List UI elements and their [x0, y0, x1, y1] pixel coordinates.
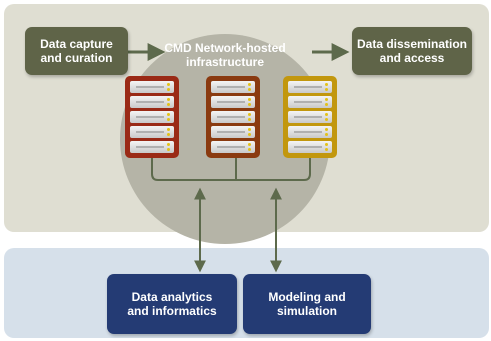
hub-title: CMD Network-hosted infrastructure [150, 41, 300, 69]
data-analytics-line-2: and informatics [127, 304, 217, 318]
server-unit [288, 96, 332, 108]
server-unit [288, 81, 332, 93]
data-capture-line-1: Data capture [40, 37, 113, 51]
data-dissemination-line-1: Data dissemination [356, 37, 468, 51]
server-rack-red [125, 76, 179, 158]
data-analytics-line-1: Data analytics [131, 290, 213, 304]
server-unit [211, 111, 255, 123]
server-unit [288, 126, 332, 138]
server-unit [130, 111, 174, 123]
modeling-line-1: Modeling and [268, 290, 346, 304]
server-unit [288, 111, 332, 123]
server-unit [130, 81, 174, 93]
server-rack-brown [206, 76, 260, 158]
server-unit [130, 126, 174, 138]
modeling-line-2: simulation [276, 304, 337, 318]
server-unit [130, 96, 174, 108]
hub-title-line-2: infrastructure [185, 55, 265, 69]
data-capture-line-2: and curation [40, 51, 113, 65]
modeling-box: Modeling and simulation [243, 274, 371, 334]
server-unit [288, 141, 332, 153]
rack-bus [151, 158, 311, 181]
server-unit [211, 96, 255, 108]
server-unit [211, 81, 255, 93]
server-rack-gold [283, 76, 337, 158]
data-capture-box: Data capture and curation [25, 27, 128, 75]
data-analytics-box: Data analytics and informatics [107, 274, 237, 334]
data-dissemination-line-2: and access [379, 51, 445, 65]
hub-title-line-1: CMD Network-hosted [164, 41, 286, 55]
data-dissemination-box: Data dissemination and access [352, 27, 472, 75]
server-unit [211, 141, 255, 153]
server-unit [211, 126, 255, 138]
server-unit [130, 141, 174, 153]
